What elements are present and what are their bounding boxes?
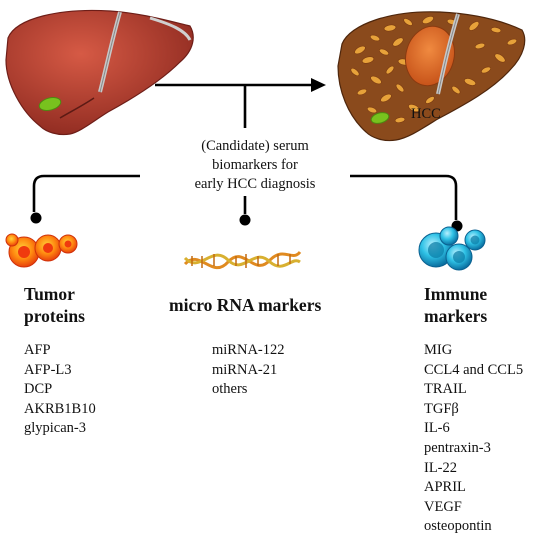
heading-line: proteins [24,306,85,326]
hcc-label: HCC [411,106,441,122]
list-item: AKRB1B10 [24,400,96,417]
list-item: miRNA-122 [212,342,285,358]
mirna-list: miRNA-122 miRNA-21 others [212,341,285,400]
center-label: (Candidate) serum biomarkers for early H… [150,137,360,194]
heading-line: Tumor [24,284,75,304]
connector-dots [30,212,463,232]
mirna-heading: micro RNA markers [169,294,321,316]
heading-line: Immune [424,284,488,304]
tumor-proteins-list: AFP AFP-L3 DCP AKRB1B10 glypican-3 [24,341,96,439]
list-item: DCP [24,381,53,398]
list-item: AFP [24,342,51,358]
tumor-proteins-heading: Tumor proteins [24,283,85,327]
immune-markers-list: MIG CCL4 and CCL5 TRAIL TGFβ IL-6 pentra… [424,341,523,537]
list-item: osteopontin [424,518,492,535]
list-item: VEGF [424,498,462,515]
list-item: glypican-3 [24,420,87,437]
list-item: IL-6 [424,420,450,437]
list-item: TGFβ [424,400,459,417]
rna-helix-icon [183,250,302,270]
list-item: APRIL [424,479,466,496]
list-item: others [212,381,248,398]
list-item: miRNA-21 [212,361,278,378]
list-item: CCL4 and CCL5 [424,361,524,378]
list-item: MIG [424,342,453,358]
list-item: TRAIL [424,381,467,398]
center-label-line: early HCC diagnosis [194,176,316,192]
list-item: IL-22 [424,459,458,476]
list-item: AFP-L3 [24,361,72,378]
center-label-line: (Candidate) serum [201,138,309,154]
tumor-cells-icon [5,233,78,268]
immune-cells-icon [418,226,486,271]
immune-markers-heading: Immune markers [424,283,487,327]
hcc-liver-icon [337,11,526,142]
connector-lines [32,78,458,220]
list-item: pentraxin-3 [424,439,491,456]
heading-line: markers [424,306,488,326]
center-label-line: biomarkers for [212,157,298,173]
heading-line: micro RNA markers [169,295,322,315]
healthy-liver-icon [5,9,194,136]
